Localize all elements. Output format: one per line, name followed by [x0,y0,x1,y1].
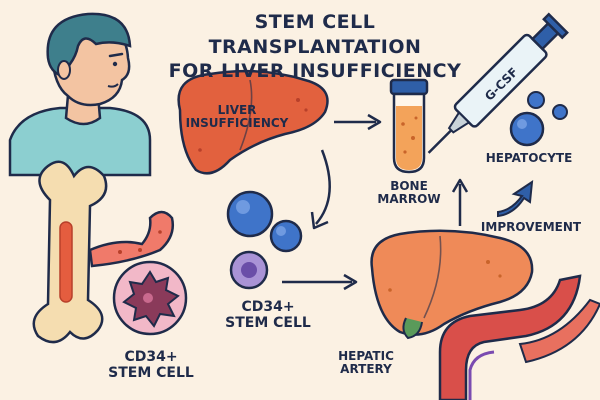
recovering-liver-organ [370,229,534,340]
label-cd34-stem-cell-center: CD34+ STEM CELL [225,299,311,331]
arrow-to-bone-marrow [334,113,382,131]
arrow-to-liver [282,273,358,291]
label-hepatic-artery: HEPATIC ARTERY [338,349,394,377]
blood-vessel [88,210,174,268]
floating-cell-small [527,91,545,109]
label-liver-insufficiency: LIVER INSUFFICIENCY [185,103,289,131]
stem-cell-purple [229,250,269,290]
liver-insufficiency-organ [177,69,329,175]
stem-cell-blue-1 [226,190,274,238]
label-cd34-stem-cell-left: CD34+ STEM CELL [108,349,194,381]
label-bone-marrow: BONE MARROW [377,179,441,207]
patient-illustration [8,12,152,177]
label-hepatocyte: HEPATOCYTE [485,151,573,165]
stem-cell-blue-2 [269,219,303,253]
label-improvement: IMPROVEMENT [480,220,582,234]
cd34-cell-illustration [112,260,188,336]
hepatocyte-cell [509,111,545,147]
diagram-title: STEM CELL TRANSPLANTATION FOR LIVER INSU… [168,11,462,83]
improvement-arrow [497,179,534,218]
arrow-to-stem-cells [310,149,331,230]
gcsf-syringe [427,12,569,154]
bone-illustration [32,160,108,344]
floating-cell-small-2 [552,104,568,120]
bone-marrow-tube [389,78,429,174]
arrow-to-hepatocyte [451,178,469,226]
